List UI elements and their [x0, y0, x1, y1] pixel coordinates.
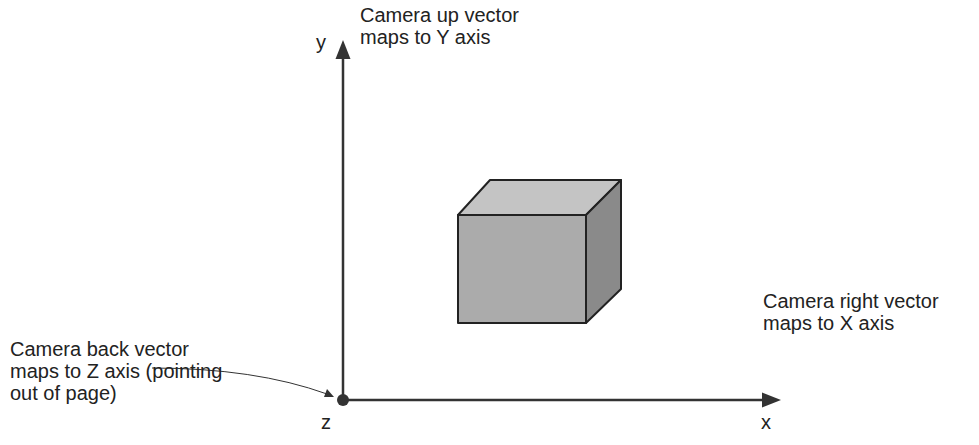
axis-note: Camera up vector maps to Y axis	[360, 4, 535, 48]
cube	[458, 180, 621, 323]
axis-note: Camera back vector maps to Z axis (point…	[10, 338, 242, 404]
axis-letter: z	[321, 411, 331, 433]
leader-arrowhead	[324, 389, 334, 397]
axis-letter: x	[761, 411, 771, 433]
axis-note: Camera right vector maps to X axis	[763, 290, 968, 334]
cube-side	[586, 180, 621, 323]
y-arrowhead	[336, 40, 351, 59]
axis-letter: y	[316, 31, 326, 53]
x-axis	[343, 399, 764, 402]
y-axis	[342, 56, 345, 400]
x-arrowhead	[762, 393, 781, 408]
origin-dot	[337, 394, 349, 406]
cube-front	[458, 215, 586, 323]
